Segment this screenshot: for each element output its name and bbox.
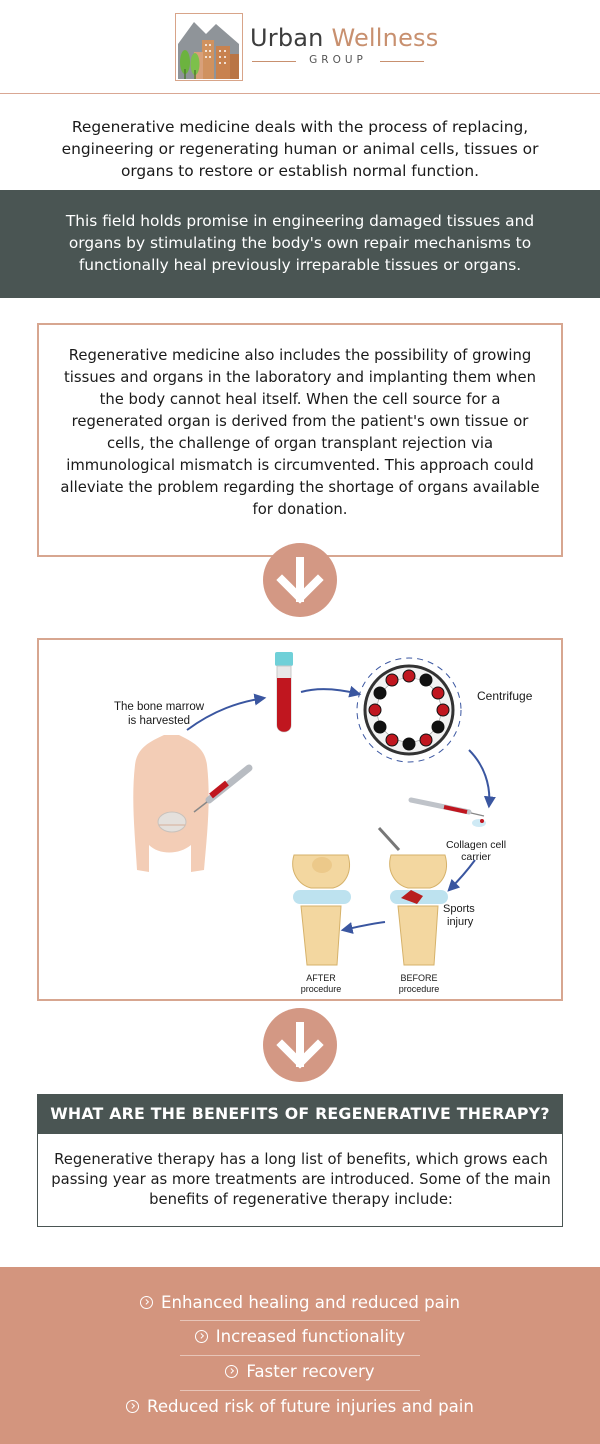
label-collagen-2: carrier [461,851,491,863]
benefit-label: Faster recovery [246,1362,375,1381]
benefits-intro-box: Regenerative therapy has a long list of … [37,1134,563,1227]
label-injury-1: Sports [443,903,475,915]
label-harvest-2: is harvested [128,715,190,727]
label-harvest-1: The bone marrow [114,701,205,713]
brand-word-urban: Urban [250,24,324,52]
brand-sub-label: GROUP [309,54,367,66]
promise-band: This field holds promise in engineering … [0,190,600,298]
flow-arrows [186,685,496,934]
benefit-item: Reduced risk of future injuries and pain [0,1395,600,1419]
brand-sub: GROUP [252,54,424,68]
syringe-icon [193,764,253,813]
benefit-item: Enhanced healing and reduced pain [0,1291,600,1315]
collagen-syringe-icon [408,797,486,827]
logo [175,13,243,81]
divider [180,1355,420,1356]
chevron-right-icon [194,1330,208,1343]
down-arrow-icon [263,543,337,617]
divider [180,1390,420,1391]
city-skyline-icon [178,22,239,79]
chevron-right-icon [140,1296,154,1309]
header: Urban Wellness GROUP [0,0,600,94]
procedure-diagram: The bone marrow is harvested Centrifuge … [37,638,563,1001]
benefit-label: Increased functionality [215,1327,406,1346]
benefit-item: Faster recovery [0,1360,600,1384]
chevron-right-icon [225,1365,239,1378]
divider [380,61,424,62]
down-arrow-icon [263,1008,337,1082]
label-before-2: procedure [399,984,440,994]
label-collagen-1: Collagen cell [446,839,506,851]
label-centrifuge: Centrifuge [477,689,533,703]
procedure-illustration: The bone marrow is harvested Centrifuge … [114,652,533,994]
label-after-1: AFTER [306,973,336,983]
benefit-item: Increased functionality [0,1325,600,1349]
lab-box: Regenerative medicine also includes the … [37,323,563,557]
lab-text: Regenerative medicine also includes the … [60,347,540,518]
intro-text: Regenerative medicine deals with the pro… [61,118,539,180]
divider [180,1320,420,1321]
label-after-2: procedure [301,984,342,994]
benefits-list: Enhanced healing and reduced pain Increa… [0,1267,600,1444]
label-injury-2: injury [447,916,474,928]
benefit-label: Reduced risk of future injuries and pain [147,1397,474,1416]
centrifuge-icon [356,657,462,763]
body-figure-icon [133,735,209,872]
benefits-intro-text: Regenerative therapy has a long list of … [51,1151,551,1208]
brand-word-wellness: Wellness [331,24,439,52]
divider [252,61,296,62]
label-before-1: BEFORE [400,973,437,983]
promise-text: This field holds promise in engineering … [65,212,535,274]
test-tube-icon [275,652,293,733]
benefit-label: Enhanced healing and reduced pain [161,1293,460,1312]
knee-after-icon [292,854,351,966]
brand-name: Urban Wellness [250,24,438,52]
knee-before-icon [377,826,448,966]
benefits-heading: WHAT ARE THE BENEFITS OF REGENERATIVE TH… [37,1094,563,1134]
chevron-right-icon [126,1400,140,1413]
